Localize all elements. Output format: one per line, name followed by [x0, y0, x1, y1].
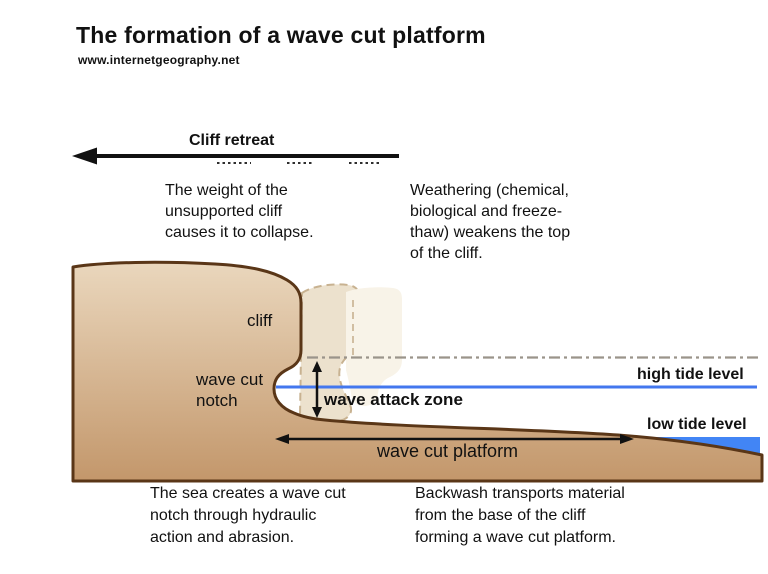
wave-cut-platform-label: wave cut platform: [377, 441, 519, 461]
low-tide-level-label: low tide level: [647, 416, 747, 433]
wave-cut-notch-label: wave cut notch: [196, 370, 264, 410]
website-credit: www.internetgeography.net: [78, 53, 240, 67]
low-tide-water: [641, 437, 760, 456]
wave-attack-zone-label: wave attack zone: [324, 390, 463, 409]
page-title: The formation of a wave cut platform: [76, 22, 486, 48]
caption-weathering: Weathering (chemical, biological and fre…: [410, 182, 571, 262]
high-tide-level-label: high tide level: [637, 366, 744, 383]
cliff-retreat-label: Cliff retreat: [189, 132, 275, 149]
cliff-label: cliff: [247, 311, 273, 330]
wave-attack-zone-arrow: [312, 361, 322, 418]
caption-backwash: Backwash transports material from the ba…: [415, 485, 625, 546]
collapsed-cliff-ghost-older: [346, 287, 402, 406]
cliff-retreat-arrow: [72, 147, 399, 165]
caption-notch-formation: The sea creates a wave cut notch through…: [150, 485, 346, 546]
wave-cut-platform-arrow: [275, 434, 634, 444]
land-shape: [71, 260, 764, 483]
caption-collapse: The weight of the unsupported cliff caus…: [165, 182, 314, 241]
